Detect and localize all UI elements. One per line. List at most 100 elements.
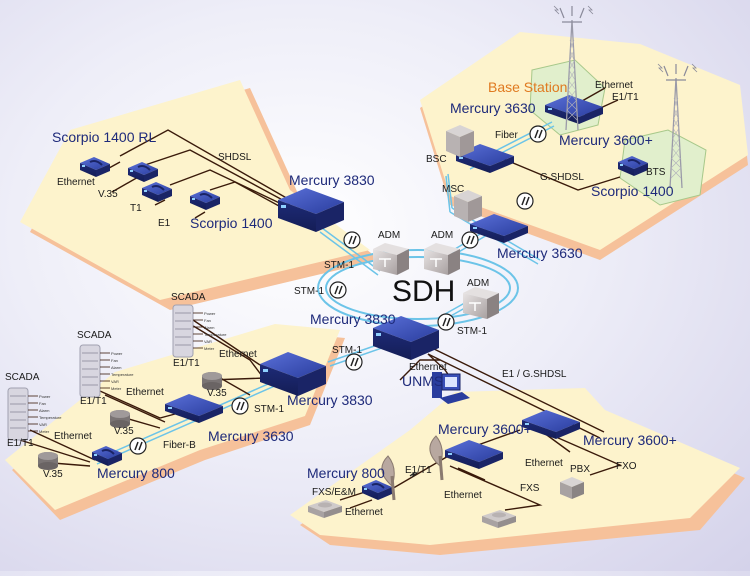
fiber-badge-fiber xyxy=(529,125,547,143)
label-mercury-800-right: Mercury 800 xyxy=(307,465,385,481)
pbx[interactable] xyxy=(560,477,584,499)
label-fiber-b: Fiber-B xyxy=(163,440,196,451)
label-mercury-3630-right: Mercury 3630 xyxy=(497,245,583,261)
label-e1t1-bts: E1/T1 xyxy=(612,92,639,103)
label-ethernet-bts: Ethernet xyxy=(595,80,633,91)
label-stm1-left: STM-1 xyxy=(332,345,362,356)
label-ethernet-scada-3: Ethernet xyxy=(54,431,92,442)
label-scorpio-1400-rl: Scorpio 1400 RL xyxy=(52,129,157,145)
label-stm1-lower: STM-1 xyxy=(254,404,284,415)
label-e1-gshdsl: E1 / G.SHDSL xyxy=(502,369,567,380)
svg-text:Power: Power xyxy=(39,394,51,399)
label-e1t1-scada-3: E1/T1 xyxy=(7,438,34,449)
label-fxo: FXO xyxy=(616,461,637,472)
svg-text:Meter: Meter xyxy=(39,429,50,434)
label-mercury-3830-top: Mercury 3830 xyxy=(289,172,375,188)
label-bts: BTS xyxy=(646,167,666,178)
label-stm1-mid: STM-1 xyxy=(457,326,487,337)
label-scada-3: SCADA xyxy=(5,372,40,383)
label-mercury-800-left: Mercury 800 xyxy=(97,465,175,481)
adm-3[interactable] xyxy=(462,286,500,320)
fiber-badge-stm1-top xyxy=(343,231,361,249)
svg-text:Fan: Fan xyxy=(111,358,118,363)
label-ethernet-scada-2: Ethernet xyxy=(126,387,164,398)
label-msc: MSC xyxy=(442,184,464,195)
fiber-badge-stm1-left xyxy=(345,353,363,371)
fiber-badge-stm1-ring xyxy=(329,281,347,299)
label-t1: T1 xyxy=(130,203,142,214)
label-mercury-3600-a: Mercury 3600+ xyxy=(438,421,532,437)
adm-2[interactable] xyxy=(423,242,461,276)
modem-v35-3[interactable] xyxy=(38,452,58,470)
label-mercury-3630-left: Mercury 3630 xyxy=(208,428,294,444)
svg-text:VAR: VAR xyxy=(111,379,119,384)
label-mercury-3830-mid: Mercury 3830 xyxy=(310,311,396,327)
label-unms: UNMS xyxy=(402,373,443,389)
label-ethernet-3600a: Ethernet xyxy=(444,490,482,501)
label-e1: E1 xyxy=(158,218,171,229)
svg-text:VAR: VAR xyxy=(39,422,47,427)
label-ethernet-3600b: Ethernet xyxy=(525,458,563,469)
label-scorpio-1400-left: Scorpio 1400 xyxy=(190,215,273,231)
label-adm-3: ADM xyxy=(467,278,489,289)
svg-text:VAR: VAR xyxy=(204,339,212,344)
adm-1[interactable] xyxy=(372,242,410,276)
label-v35-3: V.35 xyxy=(43,469,63,480)
label-e1t1-radio: E1/T1 xyxy=(405,465,432,476)
label-adm-1: ADM xyxy=(378,230,400,241)
svg-text:Power: Power xyxy=(111,351,123,356)
scada-signals-2: Power Fan Alarm Temperature VAR Meter xyxy=(111,351,134,391)
label-shdsl: SHDSL xyxy=(218,152,252,163)
label-ethernet-800: Ethernet xyxy=(345,507,383,518)
label-fiber: Fiber xyxy=(495,130,518,141)
svg-text:Fan: Fan xyxy=(39,401,46,406)
svg-text:Power: Power xyxy=(204,311,216,316)
label-e1t1-scada-2: E1/T1 xyxy=(80,396,107,407)
label-ethernet-scorpio: Ethernet xyxy=(57,177,95,188)
svg-text:Alarm: Alarm xyxy=(204,325,215,330)
label-fxs-em: FXS/E&M xyxy=(312,487,356,498)
svg-text:Meter: Meter xyxy=(204,346,215,351)
label-v35-1: V.35 xyxy=(207,388,227,399)
label-scorpio-1400-bts: Scorpio 1400 xyxy=(591,183,674,199)
label-stm1-top: STM-1 xyxy=(324,260,354,271)
label-adm-2: ADM xyxy=(431,230,453,241)
svg-text:Alarm: Alarm xyxy=(111,365,122,370)
fiber-badge-stm1-mid xyxy=(437,313,455,331)
fiber-badge-msc xyxy=(516,192,534,210)
svg-text:Alarm: Alarm xyxy=(39,408,50,413)
radio-link-icon xyxy=(409,471,418,478)
label-e1t1-scada-1: E1/T1 xyxy=(173,358,200,369)
fiber-badge-adm2 xyxy=(461,231,479,249)
bsc-rack[interactable] xyxy=(446,125,474,157)
sdh-label: SDH xyxy=(392,275,455,308)
fiber-badge-fiber-b xyxy=(129,437,147,455)
label-ethernet-scada-1: Ethernet xyxy=(219,349,257,360)
label-gshdsl: G.SHDSL xyxy=(540,172,584,183)
label-stm1-ring: STM-1 xyxy=(294,286,324,297)
label-mercury-3600-top: Mercury 3600+ xyxy=(559,132,653,148)
svg-text:Temperature: Temperature xyxy=(204,332,227,337)
copper-links xyxy=(19,87,622,511)
label-v35-scorpio: V.35 xyxy=(98,189,118,200)
label-scada-2: SCADA xyxy=(77,330,112,341)
sdh-ring: SDH xyxy=(317,249,519,327)
zone-bottom-right xyxy=(290,388,745,555)
scada-signals-1: Power Fan Alarm Temperature VAR Meter xyxy=(204,311,227,351)
svg-text:Temperature: Temperature xyxy=(111,372,134,377)
svg-text:Fan: Fan xyxy=(204,318,211,323)
scada-signals-3: Power Fan Alarm Temperature VAR Meter xyxy=(39,394,62,434)
svg-text:Meter: Meter xyxy=(111,386,122,391)
label-v35-2: V.35 xyxy=(114,426,134,437)
label-ethernet-3830: Ethernet xyxy=(409,362,447,373)
label-pbx: PBX xyxy=(570,464,590,475)
label-mercury-3630-top: Mercury 3630 xyxy=(450,100,536,116)
label-base-station: Base Station xyxy=(488,79,567,95)
label-mercury-3600-b: Mercury 3600+ xyxy=(583,432,677,448)
label-fxs: FXS xyxy=(520,483,540,494)
label-mercury-3830-left: Mercury 3830 xyxy=(287,392,373,408)
unms-workstation[interactable] xyxy=(432,372,470,404)
fiber-badge-stm1-lower xyxy=(231,397,249,415)
zone-top-right xyxy=(420,32,748,260)
